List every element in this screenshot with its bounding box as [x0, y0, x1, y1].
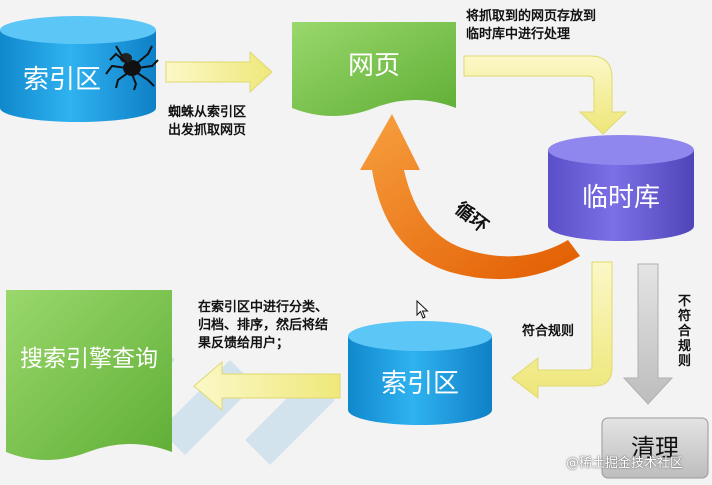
comply-label: 符合规则 — [522, 324, 575, 339]
clean-label: 清理 — [631, 434, 679, 462]
spider-icon — [105, 45, 159, 91]
webpage-document: 网页 — [292, 22, 456, 116]
process-caption: 在索引区中进行分类、 归档、排序，然后将结 果反馈给用户； — [198, 299, 328, 353]
search-query-document: 搜索引擎查询 — [6, 290, 172, 460]
arrow-index-to-webpage — [165, 50, 273, 94]
index-top-label: 索引区 — [23, 65, 101, 95]
not-comply-label: 不符合规则 — [678, 294, 692, 369]
index-bottom-label: 索引区 — [381, 369, 459, 399]
arrow-tempstore-to-clean — [622, 263, 674, 405]
index-cylinder-top: 索引区 — [0, 16, 156, 122]
arrow-webpage-to-tempstore — [463, 55, 628, 135]
process-caption-line-2: 归档、排序，然后将结 — [198, 318, 329, 333]
mouse-cursor-icon — [416, 300, 429, 319]
temp-store-cylinder: 临时库 — [548, 135, 694, 241]
spider-caption: 蜘蛛从索引区 出发抓取网页 — [168, 104, 246, 140]
webpage-label: 网页 — [348, 51, 400, 81]
spider-caption-line-2: 出发抓取网页 — [168, 123, 247, 138]
store-caption-line-1: 将抓取到的网页存放到 — [466, 9, 597, 24]
spider-caption-line-1: 蜘蛛从索引区 — [168, 105, 247, 120]
loop-arrow — [360, 114, 580, 280]
loop-label: 循环 — [451, 198, 493, 238]
arrow-tempstore-to-index — [511, 261, 613, 400]
comply-caption: 符合规则 — [522, 323, 574, 341]
process-caption-line-1: 在索引区中进行分类、 — [198, 300, 329, 315]
clean-box: 清理 — [601, 417, 709, 479]
store-caption: 将抓取到的网页存放到 临时库中进行处理 — [466, 8, 596, 44]
watermark-text: @稀土掘金技术社区 — [566, 456, 684, 471]
temp-store-label: 临时库 — [582, 183, 660, 213]
arrow-index-to-search — [193, 360, 341, 412]
search-query-label: 搜索引擎查询 — [20, 346, 158, 372]
process-caption-line-3: 果反馈给用户； — [198, 336, 290, 351]
index-cylinder-bottom: 索引区 — [348, 321, 492, 425]
store-caption-line-2: 临时库中进行处理 — [466, 27, 571, 42]
